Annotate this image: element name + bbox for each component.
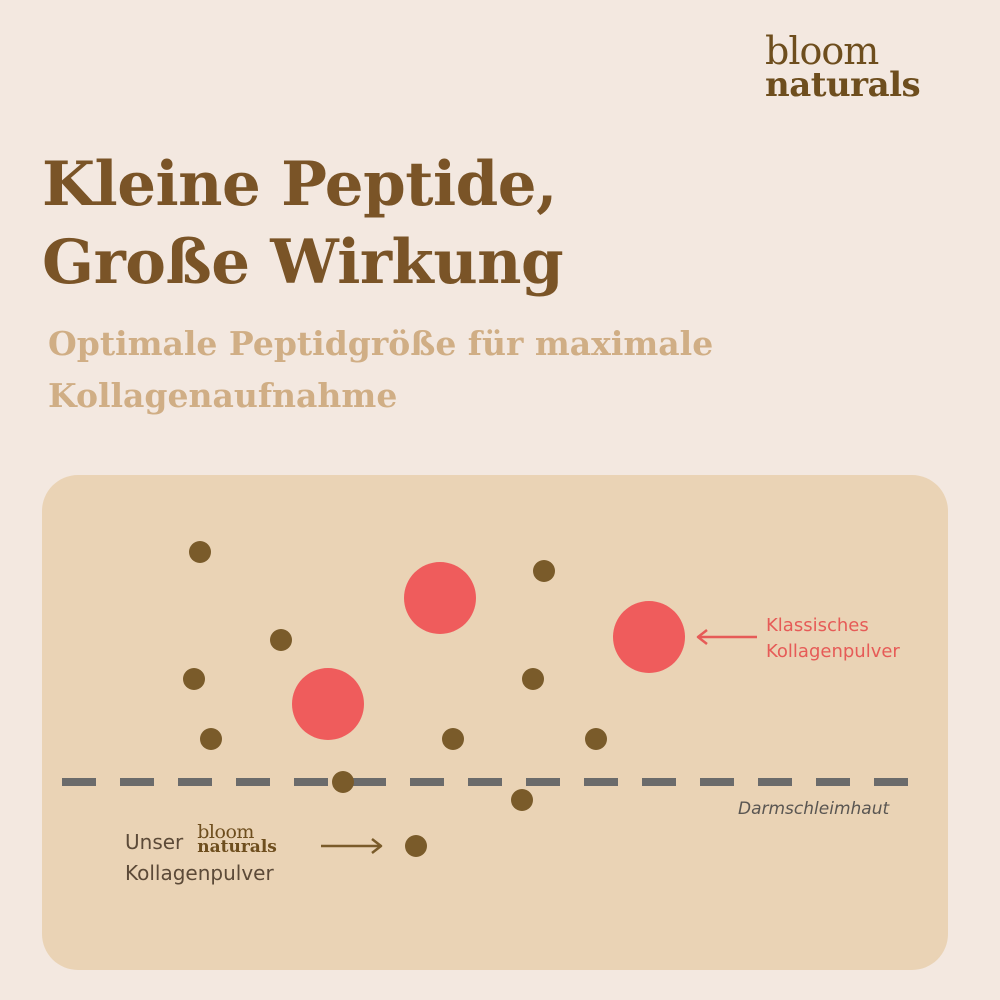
classic-collagen-label: Klassisches Kollagenpulver xyxy=(766,613,900,665)
title-line1: Kleine Peptide, xyxy=(42,149,557,220)
brand-logo-line2: naturals xyxy=(765,65,921,105)
large-peptide xyxy=(613,601,685,673)
mini-brand-logo: bloom naturals xyxy=(197,821,277,858)
mini-brand-line2: naturals xyxy=(197,837,277,858)
classic-label-line2: Kollagenpulver xyxy=(766,641,900,662)
subtitle-line2: Kollagenaufnahme xyxy=(48,376,398,415)
brand-logo-line1: bloom xyxy=(765,29,879,73)
our-label-prefix: Unser xyxy=(125,830,184,855)
membrane-label: Darmschleimhaut xyxy=(738,799,890,819)
our-collagen-label: Unser bloom naturals Kollagenpulver xyxy=(125,821,277,888)
large-peptide xyxy=(404,562,476,634)
page-subtitle: Optimale Peptidgröße für maximale Kollag… xyxy=(48,318,908,422)
small-peptide xyxy=(332,771,354,793)
small-peptide xyxy=(522,668,544,690)
subtitle-line1: Optimale Peptidgröße für maximale xyxy=(48,324,714,363)
brand-logo: bloom naturals xyxy=(765,32,965,102)
small-peptide xyxy=(442,728,464,750)
diagram-canvas xyxy=(62,541,922,857)
mini-brand-line1: bloom xyxy=(197,821,254,843)
small-peptide xyxy=(533,560,555,582)
arrow-right-icon xyxy=(321,838,383,854)
small-peptide xyxy=(183,668,205,690)
our-label-suffix: Kollagenpulver xyxy=(125,860,274,885)
small-peptide xyxy=(189,541,211,563)
small-peptide xyxy=(405,835,427,857)
small-peptide xyxy=(200,728,222,750)
title-line2: Große Wirkung xyxy=(42,227,564,298)
arrow-left-icon xyxy=(696,629,757,645)
small-peptide xyxy=(270,629,292,651)
page-title: Kleine Peptide, Große Wirkung xyxy=(42,146,564,302)
diagram-panel xyxy=(42,475,948,970)
classic-label-line1: Klassisches xyxy=(766,615,869,636)
large-peptide xyxy=(292,668,364,740)
small-peptide xyxy=(585,728,607,750)
small-peptide xyxy=(511,789,533,811)
